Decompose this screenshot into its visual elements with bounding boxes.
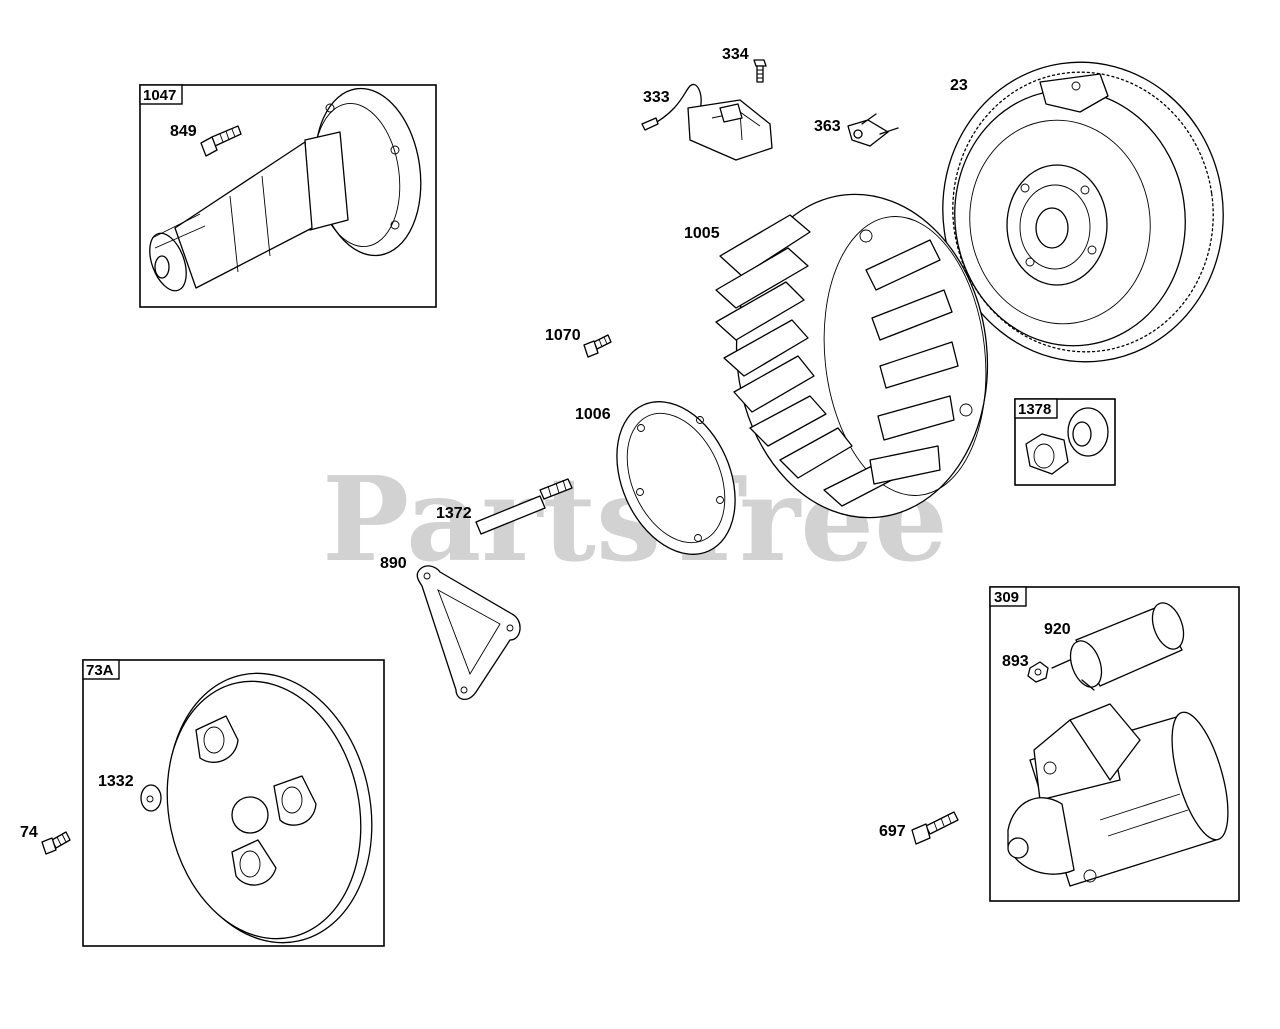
callout-697[interactable]: 697: [879, 823, 906, 840]
callout-1332[interactable]: 1332: [98, 773, 134, 790]
starter-motor-part[interactable]: [1007, 703, 1239, 887]
group-309[interactable]: 309: [989, 586, 1240, 902]
terminal-363[interactable]: [847, 113, 899, 147]
group-label-73a: 73A: [86, 662, 114, 679]
group-73a[interactable]: 73A: [82, 654, 396, 962]
stud-1372[interactable]: [475, 478, 573, 535]
callout-1070[interactable]: 1070: [545, 327, 581, 344]
fan-cover-plate-part[interactable]: [144, 654, 396, 962]
screen-1006[interactable]: [594, 383, 758, 573]
cooling-fan-1005[interactable]: [715, 182, 1003, 530]
callout-920[interactable]: 920: [1044, 621, 1071, 638]
callout-23[interactable]: 23: [950, 77, 968, 94]
bolt-1070[interactable]: [583, 334, 612, 358]
callout-334[interactable]: 334: [722, 46, 749, 63]
bolt-74[interactable]: [41, 831, 71, 855]
callout-363[interactable]: 363: [814, 118, 841, 135]
callout-333[interactable]: 333: [643, 89, 670, 106]
callout-890[interactable]: 890: [380, 555, 407, 572]
bolt-334[interactable]: [753, 59, 767, 83]
callout-1372[interactable]: 1372: [436, 505, 472, 522]
ignition-coil-333[interactable]: [641, 83, 773, 161]
bolt-697[interactable]: [911, 811, 959, 845]
callout-1006[interactable]: 1006: [575, 406, 611, 423]
callout-74[interactable]: 74: [20, 824, 38, 841]
group-label-309: 309: [994, 589, 1019, 606]
solenoid-920[interactable]: [1051, 599, 1189, 692]
flywheel-23[interactable]: [923, 44, 1242, 380]
nut-893[interactable]: [1027, 661, 1049, 683]
bolt-849[interactable]: [200, 125, 242, 157]
callout-1005[interactable]: 1005: [684, 225, 720, 242]
washer-part[interactable]: [1067, 407, 1109, 457]
group-1047[interactable]: 1047: [139, 82, 437, 308]
bracket-890[interactable]: [416, 565, 521, 700]
pto-shaft-part[interactable]: [143, 82, 431, 296]
callout-849[interactable]: 849: [170, 123, 197, 140]
group-label-1378: 1378: [1018, 401, 1051, 418]
group-label-1047: 1047: [143, 87, 176, 104]
hex-nut-part[interactable]: [1025, 433, 1069, 475]
washer-1332[interactable]: [140, 784, 162, 812]
callout-893[interactable]: 893: [1002, 653, 1029, 670]
group-1378[interactable]: 1378: [1014, 398, 1116, 486]
